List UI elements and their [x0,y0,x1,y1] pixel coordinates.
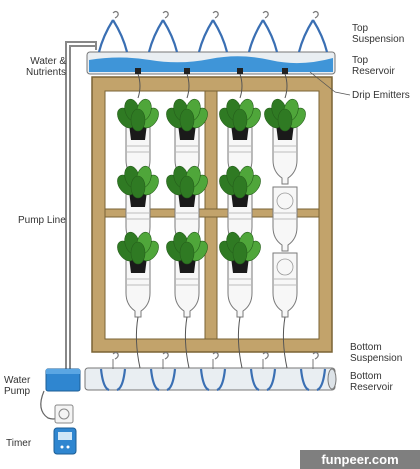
drip-emitter [184,68,190,74]
label-water-nutrients: Water & Nutrients [26,56,67,78]
bottom-hook [249,351,277,392]
plant-leaf [130,175,146,199]
watermark: funpeer.com [300,450,420,469]
bottom-hook [199,351,227,392]
top-hook [147,10,179,53]
pump-line [65,41,97,372]
planted-bottle [166,98,208,185]
top-hook [247,10,279,53]
top-hook [297,10,329,53]
drip-tube [239,73,243,99]
drip-tube [137,73,141,99]
leader-lines [309,71,351,96]
plant-leaf [130,241,146,265]
bottle-column [117,68,159,369]
planted-bottle [219,231,261,318]
label-bottom-suspension: Bottom Suspension [350,342,403,364]
label-top-reservoir: Top Reservoir [352,55,395,77]
label-top-suspension: Top Suspension [352,23,405,45]
bottom-hook [149,351,177,392]
plant-leaf [232,175,248,199]
empty-bottle [272,186,298,252]
power-outlet [54,404,74,424]
label-water-pump: Water Pump [4,375,31,397]
drain-tube [282,316,288,369]
bottle-columns [117,68,306,369]
label-pump-line: Pump Line [18,215,66,226]
plant-leaf [179,108,195,132]
plant-leaf [130,108,146,132]
plant-leaf [232,241,248,265]
planted-bottle [166,231,208,318]
plant-leaf [179,175,195,199]
bottom-suspension-hooks [99,351,327,392]
label-timer: Timer [6,438,32,449]
label-bottom-reservoir: Bottom Reservoir [350,371,393,393]
top-reservoir [86,51,336,75]
planted-bottle [264,98,306,185]
drain-tube [184,316,190,369]
plant-leaf [232,108,248,132]
top-hook [97,10,129,53]
planted-bottle [117,231,159,318]
drip-emitter [237,68,243,74]
drip-tube [284,73,288,99]
bottle-column [264,68,306,369]
bottle-column [166,68,208,369]
bottle-column [219,68,261,369]
top-suspension-hooks [97,10,329,53]
plant-leaf [277,108,293,132]
top-hook [197,10,229,53]
drain-tube [237,316,243,369]
drip-tube [186,73,190,99]
empty-bottle [272,252,298,318]
plant-leaf [179,241,195,265]
timer-device [53,427,77,455]
label-drip-emitters: Drip Emitters [352,90,410,101]
drip-emitter [282,68,288,74]
drain-tube [135,316,141,369]
drip-emitter [135,68,141,74]
bottom-hook [299,351,327,392]
bottom-hook [99,351,127,392]
